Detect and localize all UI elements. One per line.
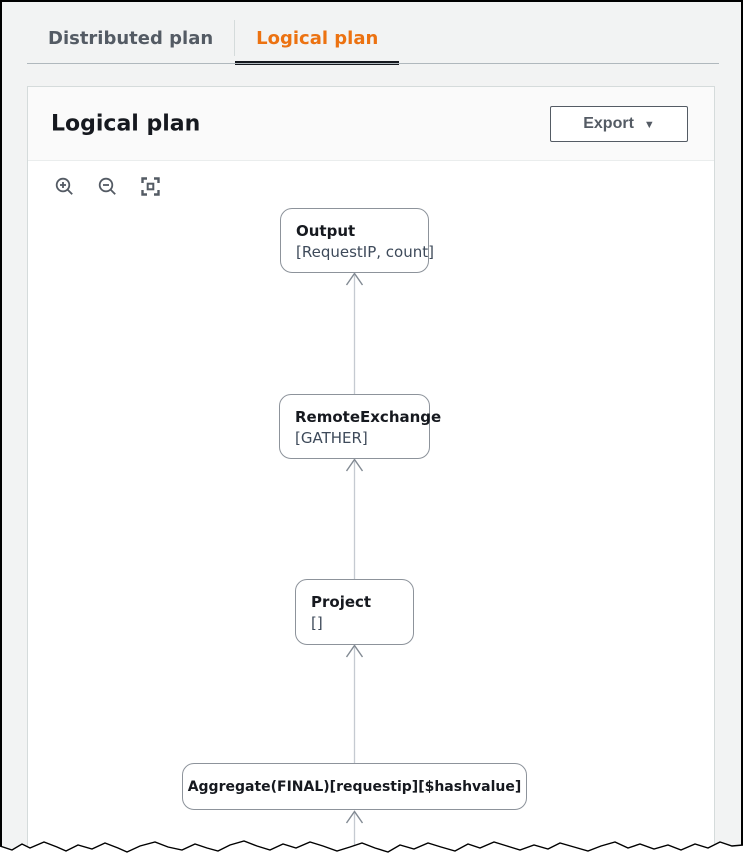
canvas-toolbar bbox=[55, 177, 160, 196]
fit-view-icon[interactable] bbox=[141, 177, 160, 196]
plan-tabbar: Distributed plan Logical plan bbox=[27, 12, 400, 65]
tabbar-rule bbox=[27, 63, 719, 64]
plan-diagram-canvas[interactable]: Output [RequestIP, count] RemoteExchange… bbox=[28, 161, 714, 853]
plan-node-aggregate[interactable]: Aggregate(FINAL)[requestip][$hashvalue] bbox=[182, 763, 527, 810]
plan-node-output[interactable]: Output [RequestIP, count] bbox=[280, 208, 434, 273]
tab-distributed-plan-label: Distributed plan bbox=[48, 27, 214, 49]
zoom-out-icon[interactable] bbox=[98, 177, 117, 196]
node-title: Output bbox=[296, 222, 356, 240]
node-subtitle: [RequestIP, count] bbox=[296, 243, 434, 261]
node-subtitle: [GATHER] bbox=[295, 429, 368, 447]
panel-header: Logical plan Export ▼ bbox=[28, 87, 714, 161]
plan-node-remote-exchange[interactable]: RemoteExchange [GATHER] bbox=[279, 394, 442, 459]
logical-plan-panel: Logical plan Export ▼ bbox=[27, 86, 715, 854]
zoom-in-icon[interactable] bbox=[55, 177, 74, 196]
node-title: RemoteExchange bbox=[295, 408, 442, 426]
page-title: Logical plan bbox=[51, 111, 201, 136]
tab-divider bbox=[234, 20, 236, 56]
export-button-label: Export bbox=[583, 115, 634, 132]
tab-logical-plan[interactable]: Logical plan bbox=[235, 12, 400, 65]
node-subtitle: [] bbox=[311, 614, 323, 632]
plan-node-project[interactable]: Project [] bbox=[295, 579, 414, 645]
node-title: Aggregate(FINAL)[requestip][$hashvalue] bbox=[187, 778, 522, 795]
export-button[interactable]: Export ▼ bbox=[550, 106, 688, 142]
tab-distributed-plan[interactable]: Distributed plan bbox=[27, 12, 234, 64]
tab-logical-plan-label: Logical plan bbox=[256, 27, 379, 49]
node-title: Project bbox=[311, 593, 372, 611]
caret-down-icon: ▼ bbox=[643, 118, 655, 131]
